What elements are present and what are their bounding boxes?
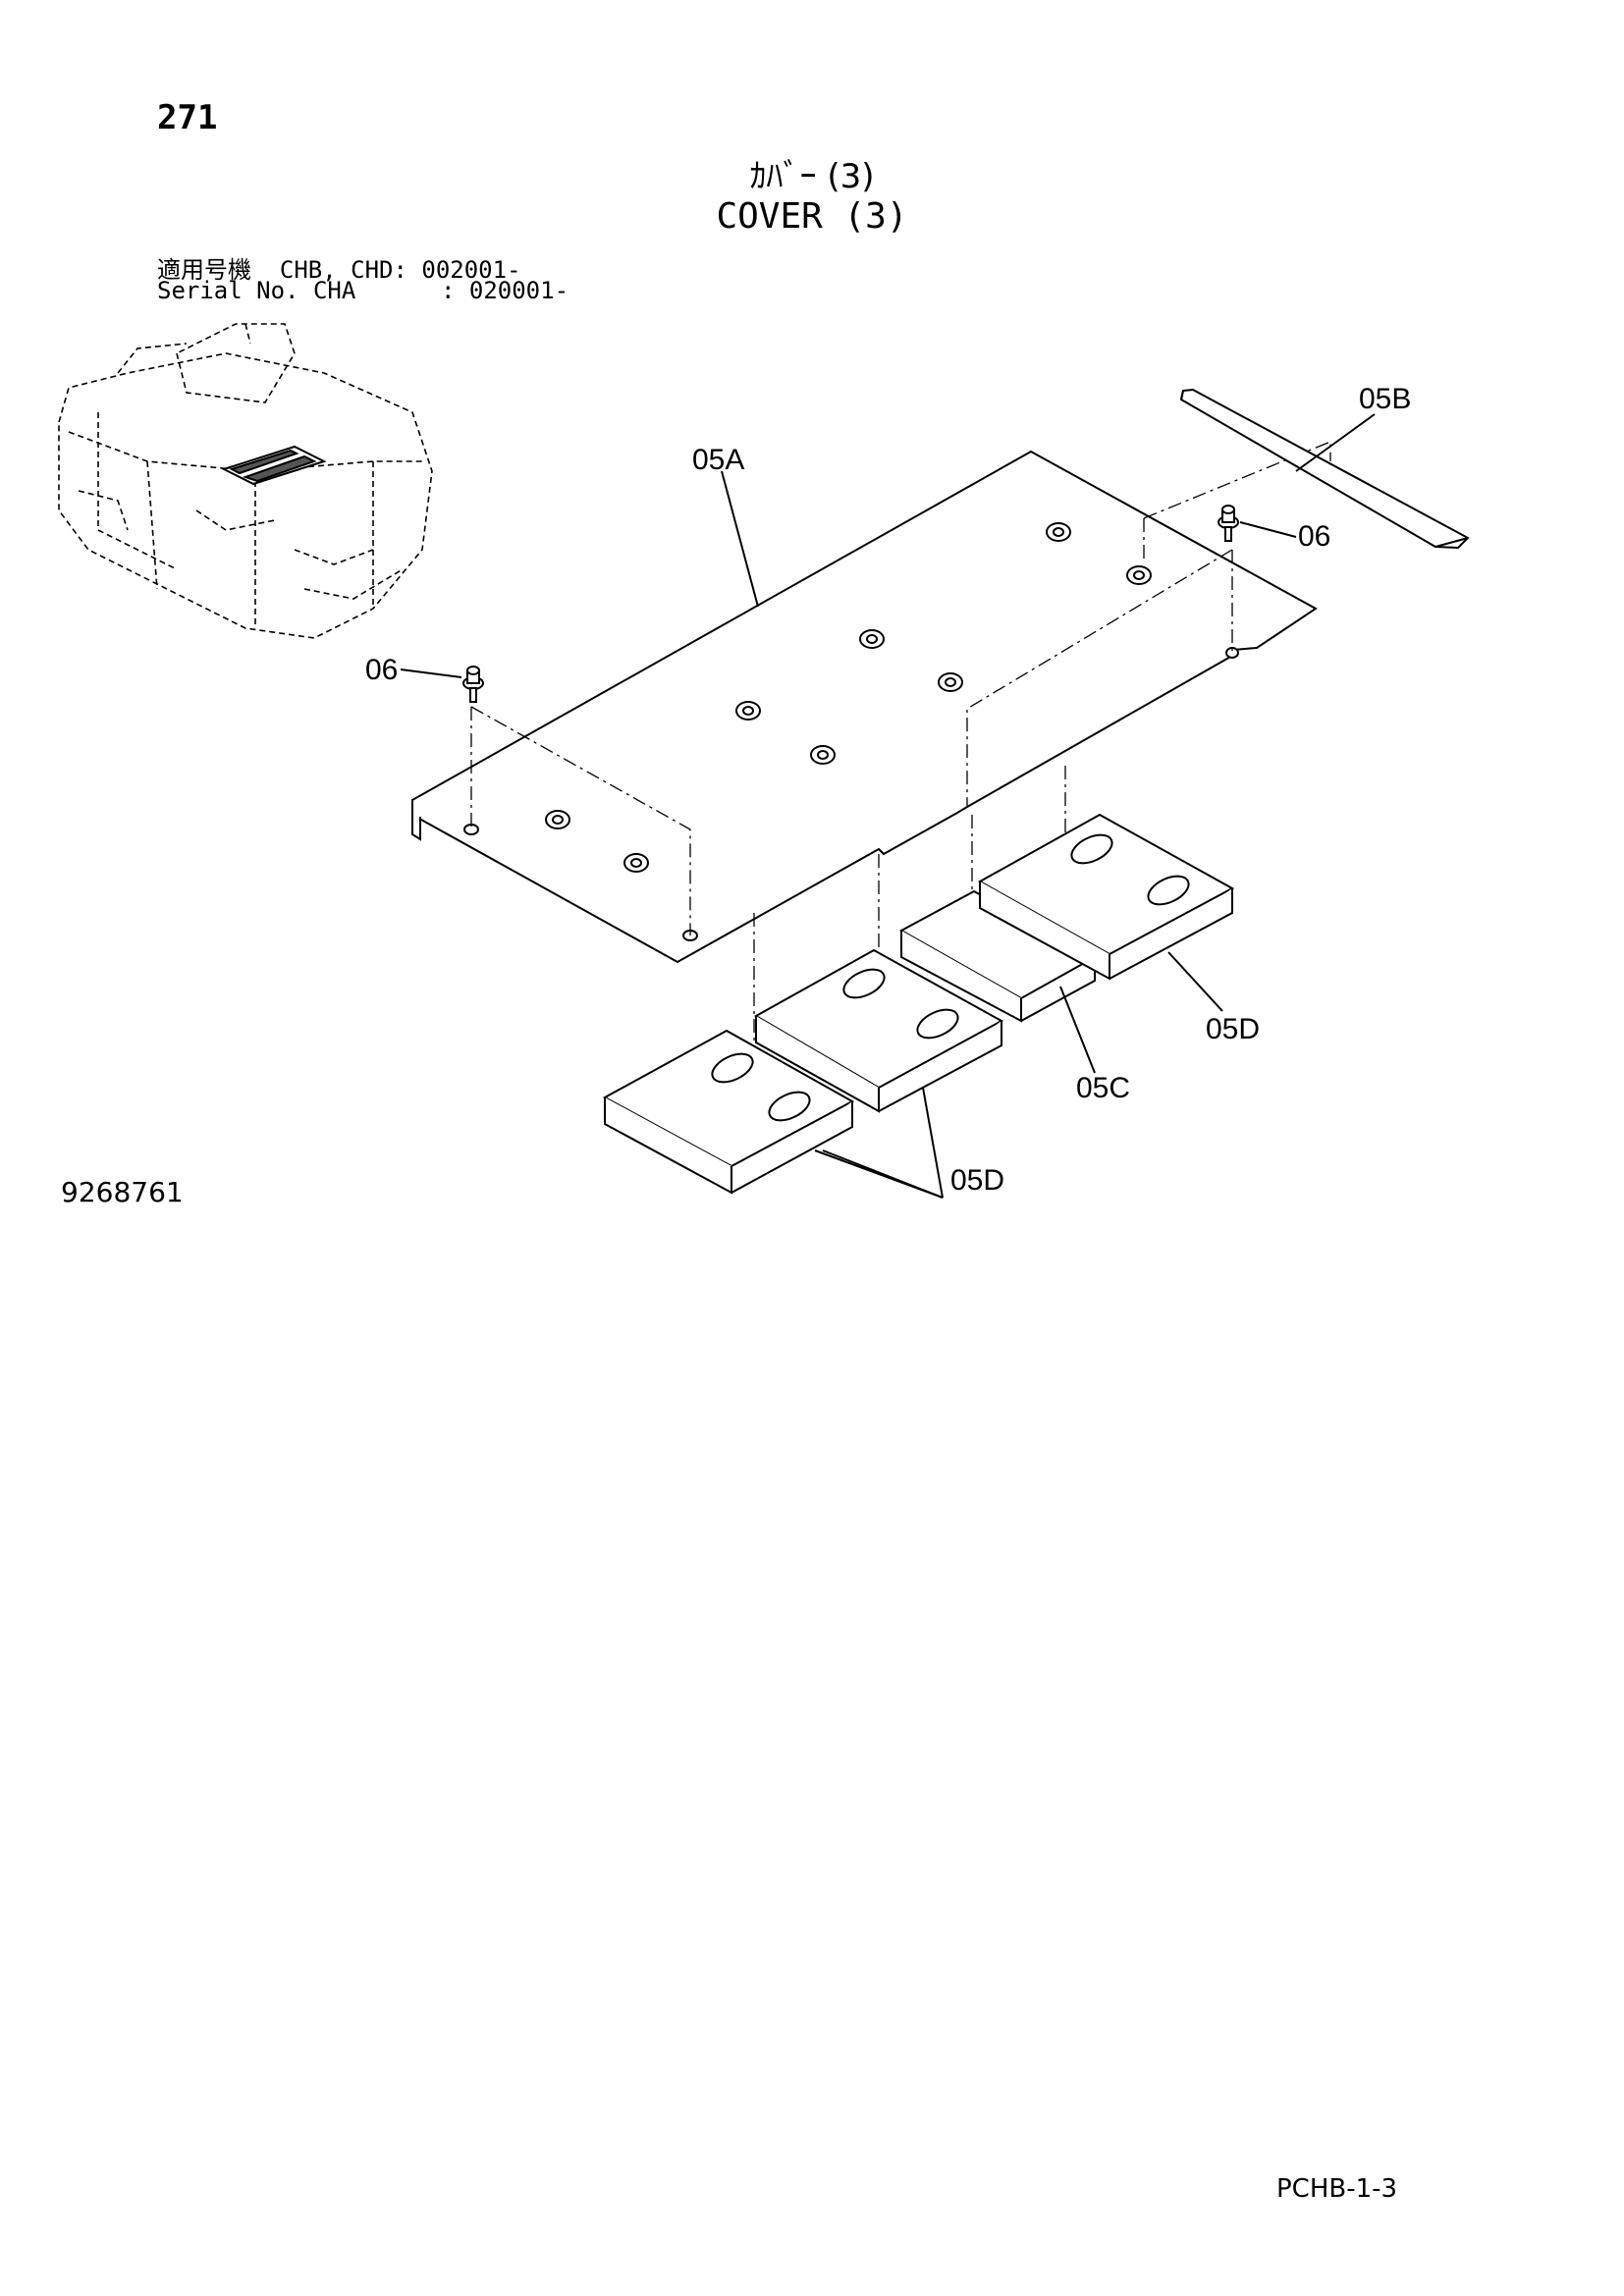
page-number: 271 <box>157 98 218 137</box>
pad-05D-front-middle <box>753 948 1004 1113</box>
applicable-models-line: 適用号機 CHB, CHD: 002001- <box>157 256 521 284</box>
callout-05B: 05B <box>1359 383 1411 415</box>
alignment-lines <box>470 441 1331 1050</box>
callout-05C: 05C <box>1076 1072 1130 1104</box>
figure-id: 9268761 <box>61 1176 184 1208</box>
title-japanese: ｶﾊﾞｰ (3) <box>749 157 875 196</box>
bolt-06-right <box>1218 505 1239 542</box>
strip-05B <box>1179 388 1470 550</box>
callout-06-left: 06 <box>365 654 398 686</box>
callout-05D-right: 05D <box>1206 1013 1260 1045</box>
leader-lines <box>400 413 1376 1199</box>
pad-05D-front-left <box>602 1029 855 1195</box>
title-english: COVER (3) <box>716 196 908 237</box>
highlighted-cover-location <box>221 445 327 486</box>
serial-number-line: Serial No. CHA : 020001- <box>157 277 569 304</box>
callout-05A: 05A <box>692 444 744 476</box>
callout-05D-left: 05D <box>950 1164 1004 1197</box>
page-code: PCHB-1-3 <box>1276 2174 1398 2204</box>
callout-06-right: 06 <box>1298 520 1330 553</box>
machine-locator-illustration <box>58 323 433 639</box>
pad-05D-rear <box>977 813 1235 981</box>
bolt-06-left <box>462 666 484 703</box>
cover-plate-holes <box>545 522 1152 873</box>
